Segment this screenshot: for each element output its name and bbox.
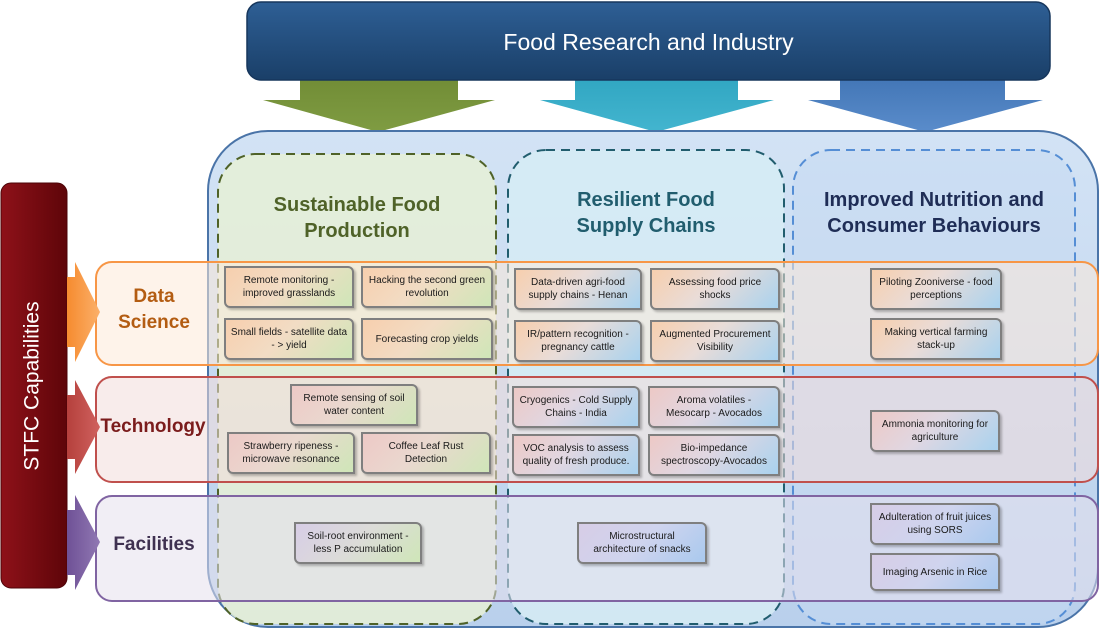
column-title-line: Supply Chains (576, 215, 716, 237)
arrow-technology (67, 380, 100, 474)
card-cryogenics: Cryogenics - Cold Supply Chains - India (512, 386, 640, 428)
column-title-nutrition: Improved Nutrition and Consumer Behaviou… (796, 185, 1072, 241)
card-food-price-shocks: Assessing food price shocks (650, 268, 780, 310)
card-remote-sensing-soil: Remote sensing of soil water content (290, 384, 418, 426)
card-ir-pattern: IR/pattern recognition - pregnancy cattl… (514, 320, 642, 362)
card-strawberry-ripeness: Strawberry ripeness - microwave resonanc… (227, 432, 355, 474)
banner-title: Food Research and Industry (503, 28, 794, 55)
column-title-resilient: Resilient Food Supply Chains (512, 185, 780, 241)
row-label-facilities: Facilities (100, 530, 208, 560)
column-title-sustainable: Sustainable Food Production (222, 190, 492, 246)
column-title-line: Consumer Behaviours (827, 215, 1041, 237)
card-aroma-volatiles: Aroma volatiles - Mesocarp - Avocados (648, 386, 780, 428)
side-label-text: STFC Capabilities (21, 300, 45, 471)
card-hacking-green-revolution: Hacking the second green revolution (361, 266, 493, 308)
row-label-line: Science (118, 312, 190, 333)
card-arsenic-rice: Imaging Arsenic in Rice (870, 553, 1000, 591)
card-soil-root: Soil-root environment - less P accumulat… (294, 522, 422, 564)
side-label: STFC Capabilities (0, 183, 66, 588)
row-label-technology: Technology (98, 412, 208, 442)
row-label-line: Data (133, 286, 175, 307)
arrow-resilient (540, 70, 774, 132)
card-ammonia-monitoring: Ammonia monitoring for agriculture (870, 410, 1000, 452)
banner (246, 1, 1051, 81)
row-label-line: Technology (100, 416, 206, 437)
side-bar (0, 182, 68, 589)
arrow-data-science (67, 262, 100, 362)
row-label-data-science: Data Science (100, 282, 208, 338)
column-title-line: Resilient Food (577, 189, 715, 211)
card-small-fields: Small fields - satellite data - > yield (224, 318, 354, 360)
card-snacks-microstructure: Microstructural architecture of snacks (577, 522, 707, 564)
card-forecasting-yields: Forecasting crop yields (361, 318, 493, 360)
column-title-line: Sustainable Food (273, 194, 441, 216)
card-zooniverse: Piloting Zooniverse - food perceptions (870, 268, 1002, 310)
card-bio-impedance: Bio-impedance spectroscopy-Avocados (648, 434, 780, 476)
column-title-line: Production (304, 220, 410, 242)
card-coffee-leaf-rust: Coffee Leaf Rust Detection (361, 432, 491, 474)
arrow-nutrition (808, 70, 1043, 132)
arrow-facilities (67, 495, 100, 590)
column-title-line: Improved Nutrition and (824, 189, 1044, 211)
card-juice-adulteration: Adulteration of fruit juices using SORS (870, 503, 1000, 545)
arrow-sustainable (263, 70, 495, 132)
card-data-driven-supply: Data-driven agri-food supply chains - He… (514, 268, 642, 310)
card-remote-monitoring: Remote monitoring - improved grasslands (224, 266, 354, 308)
card-voc-analysis: VOC analysis to assess quality of fresh … (512, 434, 640, 476)
card-procurement-visibility: Augmented Procurement Visibility (650, 320, 780, 362)
row-label-line: Facilities (113, 534, 195, 555)
card-vertical-farming: Making vertical farming stack-up (870, 318, 1002, 360)
